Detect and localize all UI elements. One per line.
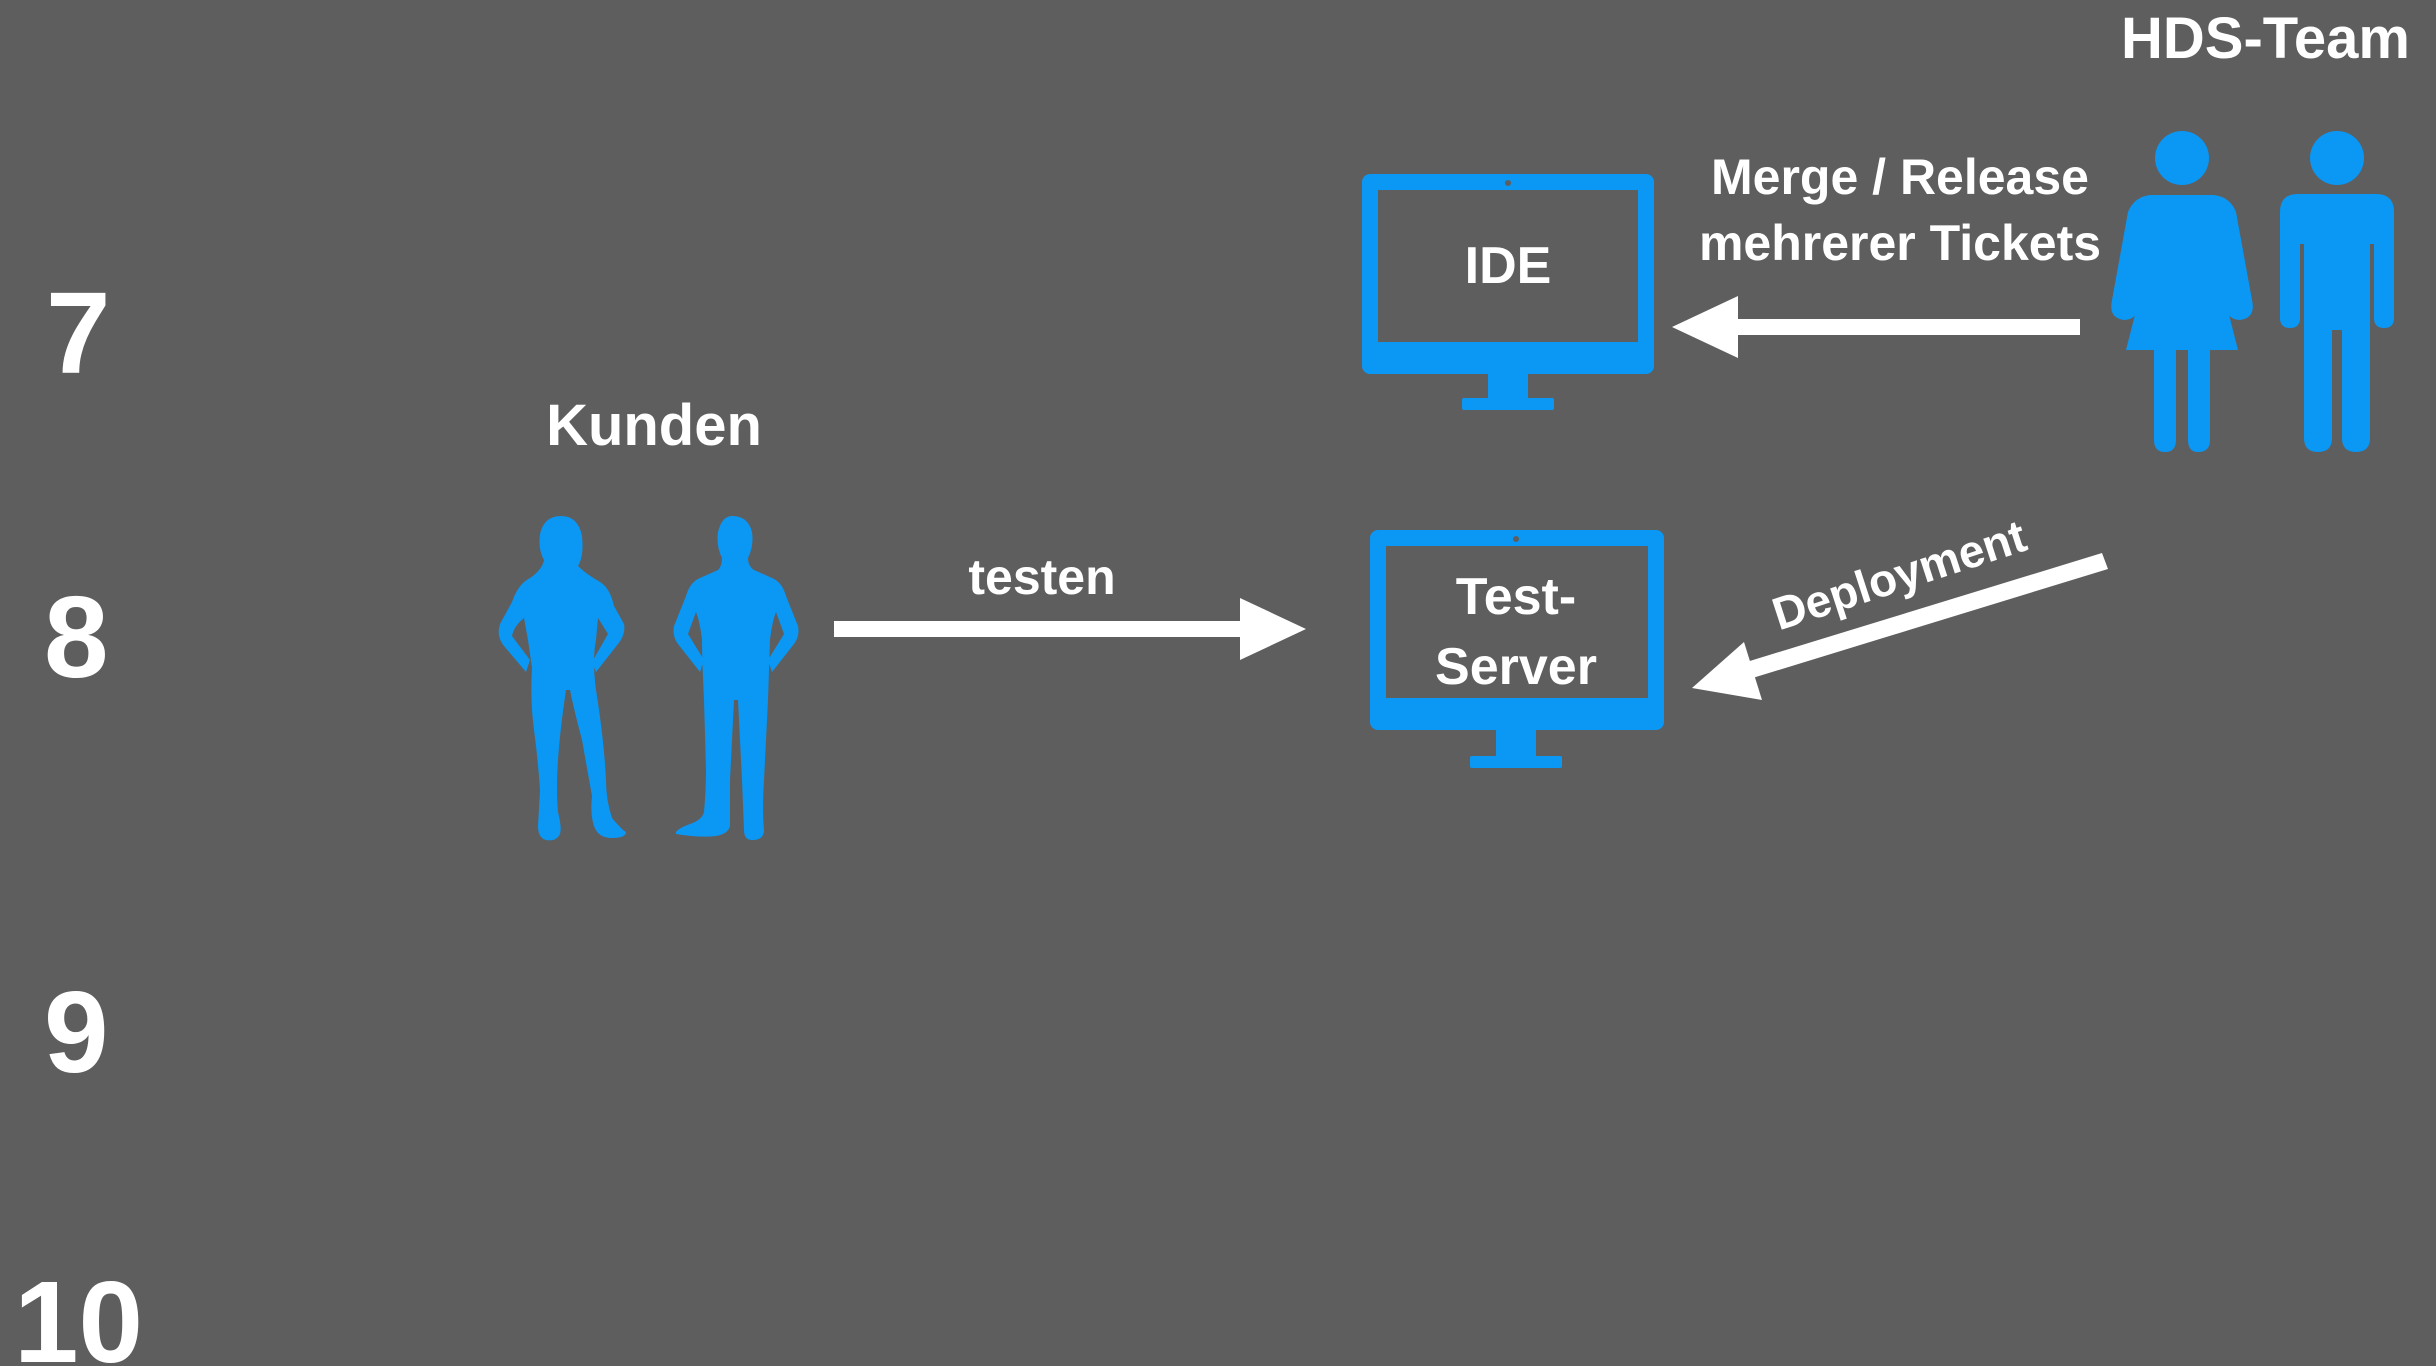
merge-release-label-line1: Merge / Release [1711,149,2089,205]
merge-release-label-line2: mehrerer Tickets [1699,215,2101,271]
step-number-9: 9 [44,967,109,1097]
test-server-label-line1: Test- [1456,568,1576,626]
woman-icon [2111,131,2253,452]
ide-monitor-icon [1362,174,1654,410]
test-server-monitor-icon [1370,530,1664,768]
step-number-7: 7 [46,268,111,398]
step-number-8: 8 [44,572,109,702]
deployment-arrow-icon [1692,553,2108,700]
customers-label: Kunden [546,393,762,458]
woman-silhouette-icon [498,516,626,841]
test-server-label-line2: Server [1435,638,1597,696]
ide-label: IDE [1465,237,1552,295]
man-silhouette-icon [673,516,799,840]
team-label: HDS-Team [2121,6,2410,71]
step-number-10: 10 [14,1257,143,1366]
testing-arrow-label: testen [968,549,1115,605]
arrow-left-icon [1672,296,2080,358]
arrow-right-icon [834,598,1306,660]
man-icon [2280,131,2394,452]
